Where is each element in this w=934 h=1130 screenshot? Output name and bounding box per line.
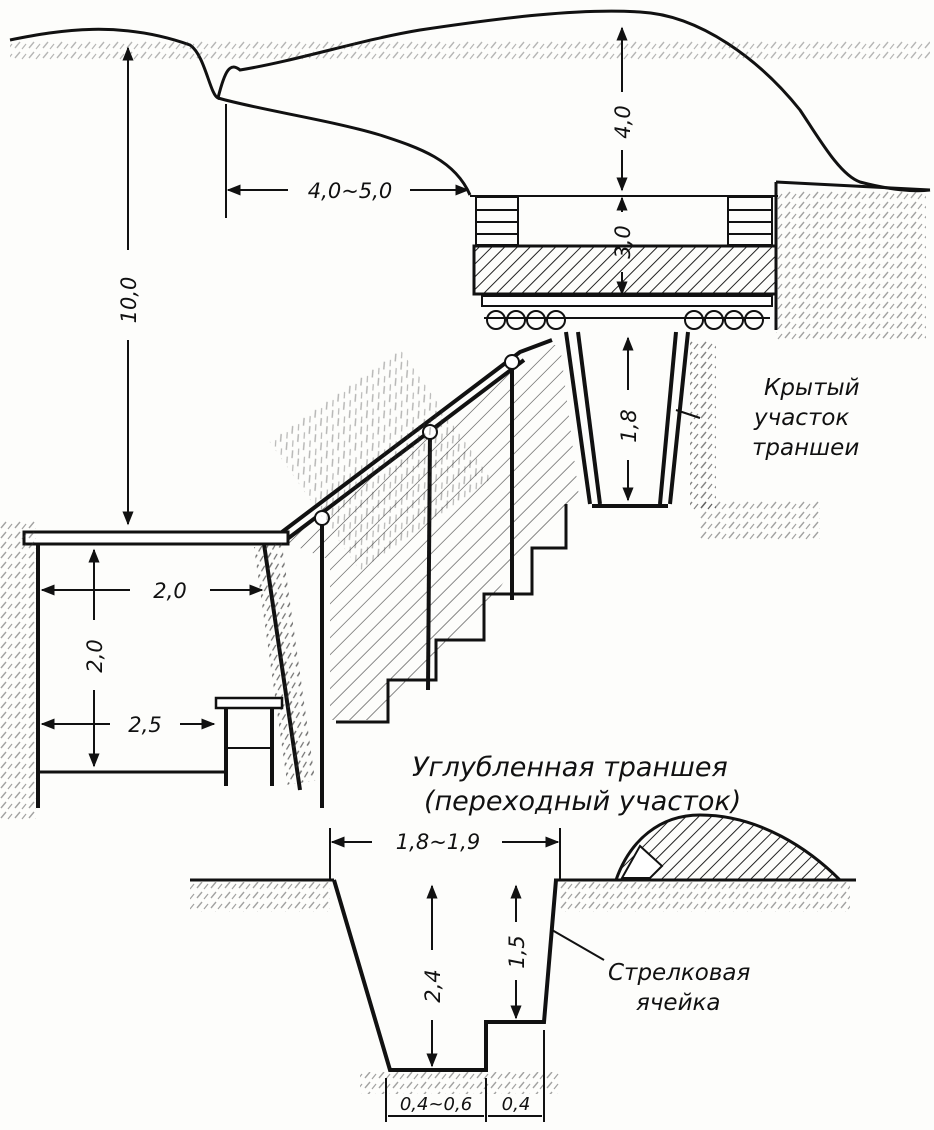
- label-dugout-floor: 2,5: [128, 713, 161, 737]
- label-bottom-width: 0,4~0,6: [400, 1094, 472, 1115]
- steps-revetment: [268, 338, 580, 808]
- dimension-labels: 10,0 4,0 4,0~5,0 3,0 1,8 2,0 2,0 2,5 1,8…: [83, 105, 641, 1115]
- dugout-roof: [22, 530, 290, 546]
- dugout: [0, 520, 316, 820]
- label-covered-height: 1,8: [617, 409, 641, 442]
- label-offset: 4,0~5,0: [308, 179, 392, 203]
- dimension-lines: [40, 26, 701, 1117]
- deep-line-2: (переходный участок): [424, 786, 741, 817]
- label-dugout-width: 2,0: [153, 579, 186, 603]
- label-step-width: 0,4: [502, 1094, 531, 1115]
- covered-line-2: участок: [753, 405, 849, 431]
- terrain-top: [9, 9, 931, 196]
- deep-line-1: Углубленная траншея: [412, 752, 728, 783]
- stool: [214, 696, 284, 786]
- covered-line-3: траншеи: [752, 435, 859, 461]
- label-cover-depth: 4,0: [611, 105, 635, 138]
- label-trench-depth: 2,4: [421, 969, 445, 1002]
- beam: [481, 295, 773, 307]
- cell-line-1: Стрелковая: [608, 960, 751, 986]
- logs-right: [727, 196, 773, 246]
- annotations: Крытый участок траншеи Углубленная транш…: [412, 375, 860, 1016]
- label-trench-top-width: 1,8~1,9: [396, 830, 480, 854]
- covered-line-1: Крытый: [764, 375, 860, 401]
- cell-line-2: ячейка: [636, 990, 721, 1016]
- label-height-total: 10,0: [117, 277, 141, 324]
- label-dugout-height: 2,0: [83, 639, 107, 672]
- log-row: [484, 310, 770, 330]
- parapet: [613, 813, 844, 882]
- label-slab: 3,0: [611, 225, 635, 258]
- label-step-depth: 1,5: [505, 935, 529, 968]
- trench-cross-section: [190, 813, 856, 1122]
- firing-slot: [620, 844, 664, 879]
- logs-left: [475, 196, 519, 246]
